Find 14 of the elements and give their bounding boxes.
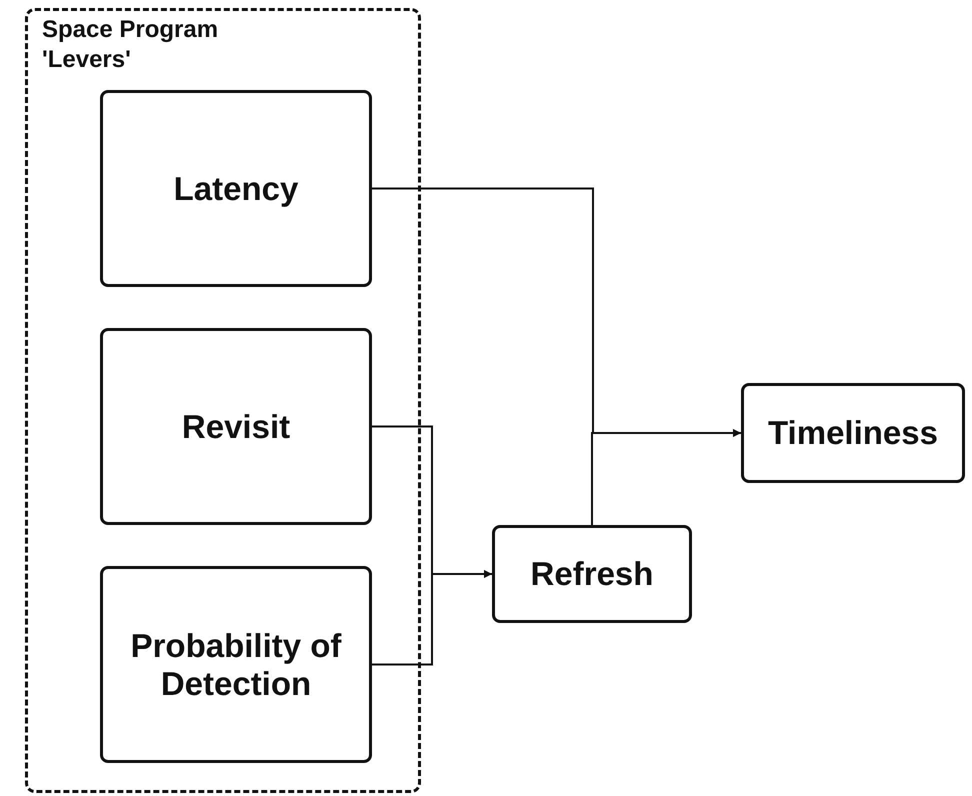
connector-arrow bbox=[591, 429, 741, 525]
process-box bbox=[492, 525, 692, 623]
box-label: Timeliness bbox=[767, 414, 939, 452]
box-label: Latency bbox=[172, 170, 300, 208]
box-label: Refresh bbox=[530, 555, 654, 593]
process-box bbox=[741, 383, 965, 483]
process-box bbox=[100, 566, 372, 763]
process-box bbox=[100, 328, 372, 525]
connector-arrow bbox=[372, 570, 492, 666]
box-label: Revisit bbox=[180, 408, 292, 446]
process-box bbox=[100, 90, 372, 287]
dashed-group-box bbox=[25, 8, 421, 793]
group-title: Space Program 'Levers' bbox=[42, 15, 220, 75]
box-label: Probability of Detection bbox=[130, 626, 342, 702]
